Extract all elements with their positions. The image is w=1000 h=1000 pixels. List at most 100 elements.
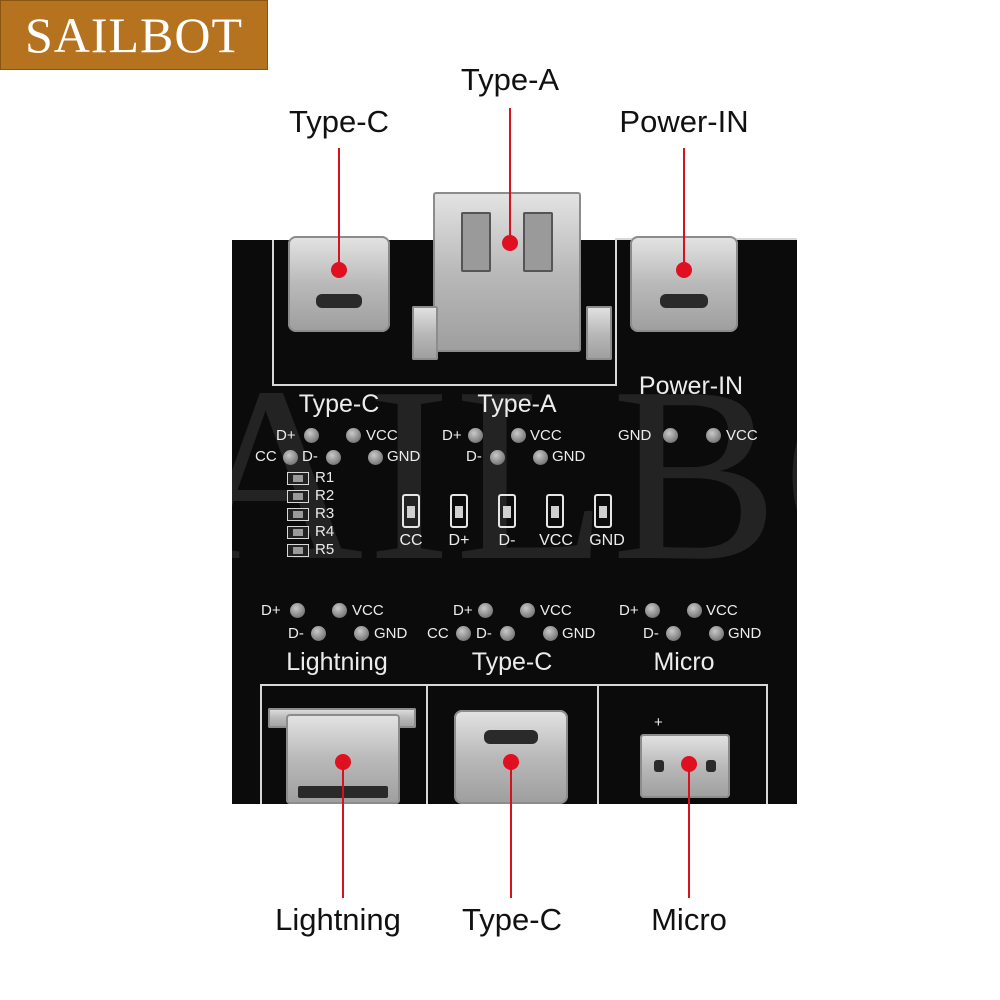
resistor	[287, 508, 309, 521]
pin-label-dplus: D+	[261, 602, 281, 619]
resistor-label: R5	[315, 541, 335, 558]
silk-line	[426, 684, 428, 804]
pin-label-gnd: GND	[374, 625, 408, 642]
callout-top-right-label: Power-IN	[619, 104, 749, 139]
callout-line	[338, 148, 340, 270]
resistor	[287, 544, 309, 557]
test-pad	[332, 603, 347, 618]
callout-top-center-label: Type-A	[460, 62, 560, 97]
test-pad	[706, 428, 721, 443]
test-pad	[645, 603, 660, 618]
board-label-lightning: Lightning	[286, 648, 388, 676]
brand-logo-text: SAILBOT	[24, 7, 244, 63]
resistor-label: R1	[315, 469, 335, 486]
pin-label-dplus: D+	[619, 602, 639, 619]
pin-label-dplus: D+	[453, 602, 473, 619]
pin-label-dminus: D-	[302, 448, 318, 465]
test-pad	[666, 626, 681, 641]
board-label-power-in: Power-IN	[638, 372, 744, 400]
pin-label-gnd: GND	[728, 625, 762, 642]
port-slot	[461, 212, 491, 272]
port-slot	[316, 294, 362, 308]
test-pad	[354, 626, 369, 641]
test-pad	[368, 450, 383, 465]
resistor-label: R4	[315, 523, 335, 540]
callout-bottom-right-label: Micro	[651, 902, 727, 937]
test-pad	[687, 603, 702, 618]
type-a-bracket-left	[412, 306, 438, 360]
test-pad	[520, 603, 535, 618]
test-pad	[283, 450, 298, 465]
test-pad	[326, 450, 341, 465]
pin-label-dminus: D-	[643, 625, 659, 642]
board-label-type-c-top: Type-C	[298, 390, 380, 418]
pin-label-vcc: VCC	[540, 602, 572, 619]
test-pad	[311, 626, 326, 641]
pin-label-dminus: D-	[466, 448, 482, 465]
callout-line	[510, 762, 512, 898]
pin-label-vcc: VCC	[366, 427, 398, 444]
pin-label-vcc: VCC	[530, 427, 562, 444]
callout-dot	[331, 262, 347, 278]
micro-plus-mark: +	[654, 714, 663, 731]
silk-line	[260, 684, 768, 686]
test-pad	[533, 450, 548, 465]
led-indicator	[546, 494, 564, 528]
test-pad	[500, 626, 515, 641]
pin-label-dplus: D+	[276, 427, 296, 444]
pin-label-dplus: D+	[442, 427, 462, 444]
silk-line	[597, 684, 599, 804]
board-label-type-a: Type-A	[477, 390, 557, 418]
callout-line	[688, 764, 690, 898]
type-a-port	[433, 192, 581, 352]
silk-line	[615, 240, 617, 386]
callout-bottom-left-label: Lightning	[275, 902, 401, 937]
led-label-cc: CC	[399, 532, 423, 549]
led-indicator	[498, 494, 516, 528]
callout-line	[683, 148, 685, 270]
test-pad	[456, 626, 471, 641]
led-indicator	[594, 494, 612, 528]
led-label-gnd: GND	[589, 532, 625, 549]
test-pad	[468, 428, 483, 443]
port-slot	[654, 760, 664, 772]
test-pad	[709, 626, 724, 641]
port-slot	[484, 730, 538, 744]
pin-label-dminus: D-	[288, 625, 304, 642]
resistor	[287, 490, 309, 503]
pin-label-cc: CC	[255, 448, 277, 465]
led-label-vcc: VCC	[539, 532, 573, 549]
pin-label-gnd: GND	[618, 427, 652, 444]
test-pad	[290, 603, 305, 618]
resistor	[287, 526, 309, 539]
silk-line	[272, 384, 617, 386]
pin-label-vcc: VCC	[352, 602, 384, 619]
silk-line	[766, 684, 768, 804]
port-slot	[706, 760, 716, 772]
test-pad	[478, 603, 493, 618]
pin-label-vcc: VCC	[726, 427, 758, 444]
board-label-micro: Micro	[653, 648, 715, 676]
pin-label-gnd: GND	[552, 448, 586, 465]
callout-dot	[502, 235, 518, 251]
led-label-dminus: D-	[498, 532, 516, 549]
pin-label-gnd: GND	[562, 625, 596, 642]
resistor-label: R2	[315, 487, 335, 504]
type-c-port-top	[288, 236, 390, 332]
port-slot	[660, 294, 708, 308]
board-label-type-c-bottom: Type-C	[471, 648, 553, 676]
callout-line	[509, 108, 511, 243]
callout-line	[342, 762, 344, 898]
silk-line	[260, 684, 262, 804]
test-pad	[304, 428, 319, 443]
resistor-label: R3	[315, 505, 335, 522]
pin-label-gnd: GND	[387, 448, 421, 465]
test-pad	[490, 450, 505, 465]
test-pad	[346, 428, 361, 443]
callout-dot	[676, 262, 692, 278]
silk-line	[272, 240, 274, 385]
led-label-dplus: D+	[448, 532, 470, 549]
type-a-bracket-right	[586, 306, 612, 360]
test-pad	[663, 428, 678, 443]
test-pad	[511, 428, 526, 443]
